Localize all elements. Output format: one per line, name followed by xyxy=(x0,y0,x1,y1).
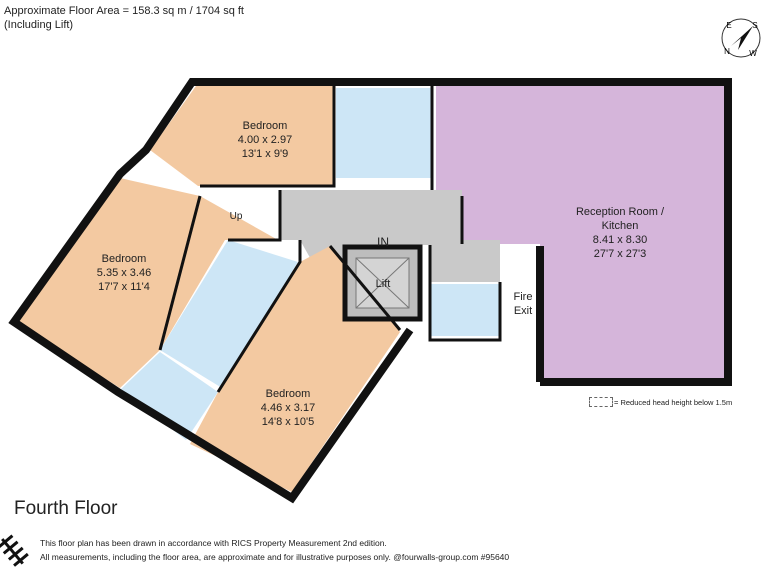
bathroom-middle xyxy=(160,240,298,388)
reception-name-1: Reception Room / xyxy=(576,206,665,218)
reception-name-2: Kitchen xyxy=(602,220,639,232)
legend-text: = Reduced head height below 1.5m xyxy=(614,397,733,407)
bedroom-left-name: Bedroom xyxy=(102,253,147,265)
legend: = Reduced head height below 1.5m xyxy=(589,397,732,407)
floor-title: Fourth Floor xyxy=(14,498,118,519)
bedroom-top-metric: 4.00 x 2.97 xyxy=(238,134,292,146)
reception-imperial: 27'7 x 27'3 xyxy=(594,248,647,260)
external-walls xyxy=(8,78,732,504)
fourwalls-logo-icon xyxy=(0,534,29,567)
bathroom-small xyxy=(120,352,218,440)
bedroom-top-imperial: 13'1 x 9'9 xyxy=(242,148,288,160)
floor-area-note: (Including Lift) xyxy=(4,19,74,31)
lift-label: Lift xyxy=(376,278,391,290)
compass-e: E xyxy=(726,21,731,30)
internal-walls xyxy=(158,86,502,393)
compass-n: N xyxy=(724,47,730,56)
compass-w: W xyxy=(749,49,757,58)
reception-room-kitchen xyxy=(436,86,724,378)
bedroom-top-area xyxy=(150,86,334,186)
fire-exit-label-1: Fire xyxy=(514,291,533,303)
bedroom-left-area xyxy=(16,178,278,388)
bathroom-top xyxy=(336,88,432,178)
disclaimer-line-2: All measurements, including the floor ar… xyxy=(40,552,510,562)
wc xyxy=(430,284,500,336)
bedroom-left-imperial: 17'7 x 11'4 xyxy=(98,281,150,293)
disclaimer-line-1: This floor plan has been drawn in accord… xyxy=(40,538,387,548)
disclaimer: This floor plan has been drawn in accord… xyxy=(40,536,509,564)
floor-area-text: Approximate Floor Area = 158.3 sq m / 17… xyxy=(4,5,244,17)
bedroom-bottom-metric: 4.46 x 3.17 xyxy=(261,402,315,414)
reception-metric: 8.41 x 8.30 xyxy=(593,234,647,246)
stairs-up-label: Up xyxy=(230,211,243,222)
compass-icon: E S N W xyxy=(721,18,761,58)
bedroom-left-metric: 5.35 x 3.46 xyxy=(97,267,151,279)
bedroom-bottom-imperial: 14'8 x 10'5 xyxy=(262,416,315,428)
floor-area-header: Approximate Floor Area = 158.3 sq m / 17… xyxy=(4,4,244,32)
bedroom-top-name: Bedroom xyxy=(243,120,288,132)
bedroom-bottom-name: Bedroom xyxy=(266,388,311,400)
fire-exit-label-2: Exit xyxy=(514,305,532,317)
compass-s: S xyxy=(752,21,757,30)
entrance-label: IN xyxy=(377,235,389,249)
dashed-box-icon xyxy=(589,397,613,407)
lift-cross-2 xyxy=(355,257,410,309)
